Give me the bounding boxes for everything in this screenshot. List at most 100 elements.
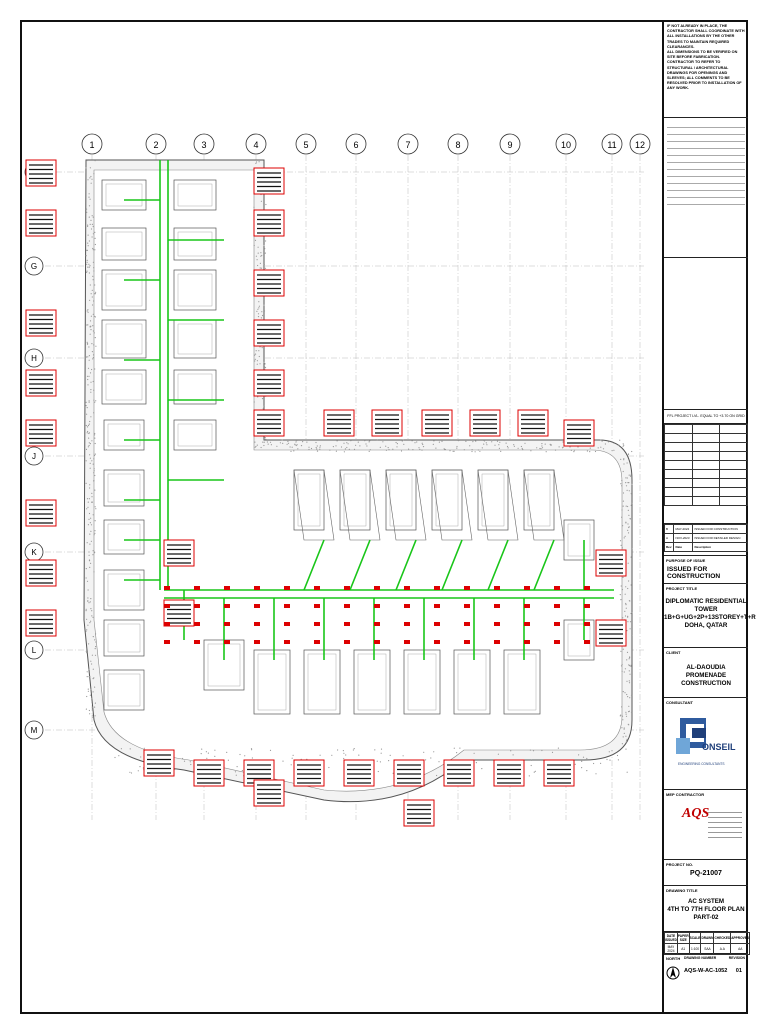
diffuser-marker bbox=[404, 640, 410, 644]
diffuser-marker bbox=[344, 640, 350, 644]
grid-bubble bbox=[447, 133, 469, 155]
diffuser-marker bbox=[404, 622, 410, 626]
drawing-number-block: NORTH DRAWING NUMBER AQS-W-AC-1052 REVIS… bbox=[664, 954, 748, 994]
grid-bubble bbox=[295, 133, 317, 155]
diffuser-marker bbox=[464, 640, 470, 644]
diffuser-marker bbox=[194, 640, 200, 644]
diffuser-marker bbox=[374, 586, 380, 590]
diffuser-marker bbox=[434, 640, 440, 644]
floor-plan-drawing: 123456789101112FGHJKLM bbox=[24, 133, 651, 827]
grid-column-label: 1 bbox=[89, 140, 94, 150]
grid-bubble bbox=[397, 133, 419, 155]
diffuser-marker bbox=[374, 640, 380, 644]
room-outline bbox=[403, 649, 441, 715]
equipment-tag bbox=[293, 759, 325, 787]
duct-run bbox=[533, 539, 555, 591]
client-name: AL-DAOUDIA bbox=[686, 664, 726, 671]
diffuser-marker bbox=[434, 622, 440, 626]
grid-column-label: 9 bbox=[507, 140, 512, 150]
room-outline bbox=[173, 419, 217, 451]
room-outline bbox=[101, 369, 147, 405]
room-outline bbox=[453, 649, 491, 715]
room-outline bbox=[103, 619, 145, 657]
diffuser-marker bbox=[434, 604, 440, 608]
diffuser-marker bbox=[224, 586, 230, 590]
diffuser-marker bbox=[524, 622, 530, 626]
grid-row-label: G bbox=[31, 262, 37, 271]
diffuser-marker bbox=[584, 640, 590, 644]
duct-run bbox=[349, 539, 371, 591]
equipment-tag bbox=[469, 409, 501, 437]
room-outline bbox=[173, 369, 217, 405]
grid-column-label: 3 bbox=[201, 140, 206, 150]
diffuser-marker bbox=[554, 622, 560, 626]
grid-bubble bbox=[629, 133, 651, 155]
diffuser-marker bbox=[554, 586, 560, 590]
diffuser-marker bbox=[344, 586, 350, 590]
room-outline bbox=[173, 227, 217, 261]
unit-outline bbox=[431, 469, 473, 541]
room-outline bbox=[103, 669, 145, 711]
north-arrow-icon bbox=[666, 966, 680, 980]
equipment-tag bbox=[25, 559, 57, 587]
diffuser-marker bbox=[284, 604, 290, 608]
note-1: IF NOT ALREADY IN PLACE, THE CONTRACTOR … bbox=[667, 24, 745, 49]
grid-bubble bbox=[601, 133, 623, 155]
equipment-tag bbox=[323, 409, 355, 437]
room-outline bbox=[173, 179, 217, 211]
equipment-tag bbox=[253, 319, 285, 347]
grid-bubble bbox=[24, 640, 44, 660]
diffuser-marker bbox=[284, 586, 290, 590]
equipment-tag bbox=[163, 539, 195, 567]
equipment-tag bbox=[25, 159, 57, 187]
diffuser-marker bbox=[404, 586, 410, 590]
note-3: CONTRACTOR TO REFER TO STRUCTURAL / ARCH… bbox=[667, 60, 742, 91]
diffuser-marker bbox=[584, 622, 590, 626]
equipment-tag bbox=[25, 499, 57, 527]
diffuser-marker bbox=[284, 640, 290, 644]
ac-ducts bbox=[124, 160, 614, 660]
equipment-tag bbox=[253, 209, 285, 237]
room-outline bbox=[173, 269, 217, 311]
diffuser-marker bbox=[464, 622, 470, 626]
diffuser-marker bbox=[524, 604, 530, 608]
note-2: ALL DIMENSIONS TO BE VERIFIED ON SITE BE… bbox=[667, 50, 738, 60]
grid-column-label: 6 bbox=[353, 140, 358, 150]
grid-column-label: 2 bbox=[153, 140, 158, 150]
grid-bubble bbox=[145, 133, 167, 155]
grid-column-label: 10 bbox=[561, 140, 571, 150]
grid-row-label: H bbox=[31, 354, 37, 363]
drawing-title-line3: PART-02 bbox=[693, 914, 719, 921]
equipment-tag bbox=[543, 759, 575, 787]
drawing-sheet-border bbox=[20, 20, 748, 1014]
equipment-tag bbox=[563, 419, 595, 447]
title-block: IF NOT ALREADY IN PLACE, THE CONTRACTOR … bbox=[662, 20, 756, 1014]
diffuser-marker bbox=[194, 604, 200, 608]
project-location: DOHA, QATAR bbox=[684, 622, 728, 629]
project-title: PROJECT TITLE DIPLOMATIC RESIDENTIAL TOW… bbox=[664, 584, 756, 648]
diffuser-marker bbox=[344, 604, 350, 608]
room-outline bbox=[253, 649, 291, 715]
diffuser-marker bbox=[554, 640, 560, 644]
drawing-title-line2: 4TH TO 7TH FLOOR PLAN bbox=[667, 906, 745, 913]
grid-column-label: 11 bbox=[607, 140, 616, 150]
grid-row-label: J bbox=[32, 452, 36, 461]
grid-row-label: L bbox=[32, 646, 37, 655]
room-outline bbox=[503, 649, 541, 715]
grid-bubble bbox=[245, 133, 267, 155]
level-note: FFL PROJECT LVL. EQUAL TO +3.70 ON GRID bbox=[664, 410, 748, 424]
grid-bubble bbox=[193, 133, 215, 155]
equipment-tag bbox=[143, 749, 175, 777]
equipment-tag bbox=[253, 167, 285, 195]
consultant-name: ONSEIL bbox=[702, 742, 736, 752]
equipment-tag bbox=[371, 409, 403, 437]
diffuser-marker bbox=[314, 622, 320, 626]
equipment-tag bbox=[25, 209, 57, 237]
room-outline bbox=[103, 469, 145, 507]
diffuser-marker bbox=[584, 586, 590, 590]
diffuser-marker bbox=[314, 640, 320, 644]
grid-bubble bbox=[345, 133, 367, 155]
blank-area bbox=[664, 258, 748, 410]
